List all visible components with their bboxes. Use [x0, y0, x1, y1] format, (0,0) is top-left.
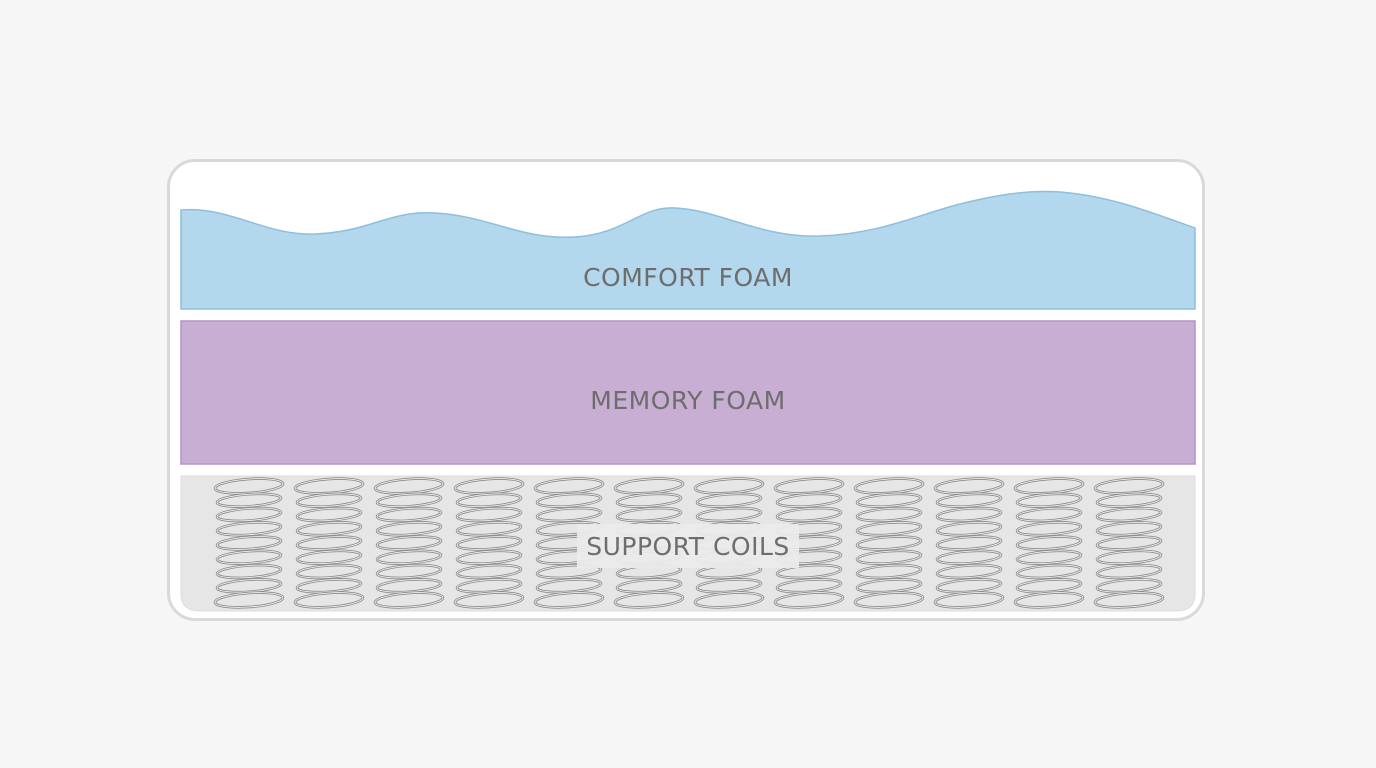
- coil-spring-icon: [533, 477, 605, 609]
- coil-turn-highlight: [296, 521, 362, 536]
- memory-foam-label: MEMORY FOAM: [590, 386, 785, 415]
- coil-turn-highlight: [1016, 536, 1082, 550]
- coil-turn-highlight: [534, 592, 604, 608]
- coil-turn-highlight: [1096, 550, 1162, 565]
- coil-turn-highlight: [536, 493, 602, 508]
- coil-turn-highlight: [376, 521, 442, 536]
- support-coils-label-background: [577, 524, 799, 568]
- coil-turn-highlight: [1014, 592, 1084, 608]
- coil-turn-highlight: [856, 521, 922, 536]
- coil-turn-highlight: [296, 564, 362, 579]
- coil-turn-highlight: [214, 592, 284, 608]
- coil-spring-icon: [933, 477, 1005, 609]
- coil-turn-highlight: [1096, 493, 1162, 508]
- coil-turn-highlight: [294, 592, 364, 608]
- coil-turn-highlight: [776, 507, 842, 522]
- coil-turn-highlight: [216, 507, 282, 522]
- coil-turn-highlight: [456, 507, 522, 522]
- coil-turn-highlight: [936, 550, 1002, 565]
- coil-turn-highlight: [936, 507, 1002, 522]
- coil-turn-highlight: [936, 521, 1002, 536]
- coil-turn-highlight: [1094, 592, 1164, 608]
- coil-spring-icon: [773, 477, 845, 609]
- coil-turn-highlight: [296, 536, 362, 550]
- coil-turn-highlight: [1096, 564, 1162, 579]
- coil-turn-highlight: [216, 536, 282, 550]
- comfort-foam-layer: [180, 190, 1196, 310]
- coil-spring-icon: [453, 477, 525, 609]
- coil-turn-highlight: [376, 493, 442, 508]
- coil-turn-highlight: [1016, 564, 1082, 579]
- coil-turn-highlight: [216, 521, 282, 536]
- coil-turn-highlight: [1096, 536, 1162, 550]
- coil-turn-highlight: [296, 550, 362, 565]
- support-coils-label: SUPPORT COILS: [586, 532, 790, 561]
- coil-turn-highlight: [536, 507, 602, 522]
- coil-spring-icon: [373, 477, 445, 609]
- coil-turn-highlight: [696, 493, 762, 508]
- coil-turn-highlight: [694, 592, 764, 608]
- coil-turn-highlight: [616, 507, 682, 522]
- coil-turn-highlight: [856, 564, 922, 579]
- coil-turn-highlight: [1016, 521, 1082, 536]
- coil-turn-highlight: [774, 592, 844, 608]
- coil-turn-highlight: [856, 550, 922, 565]
- coil-turn-highlight: [936, 493, 1002, 508]
- coil-turn-highlight: [856, 536, 922, 550]
- comfort-foam-label: COMFORT FOAM: [583, 263, 793, 292]
- coil-spring-icon: [1013, 477, 1085, 609]
- coil-turn-highlight: [614, 592, 684, 608]
- coil-turn-highlight: [376, 550, 442, 565]
- coil-spring-icon: [1093, 477, 1165, 609]
- coil-turn-highlight: [456, 493, 522, 508]
- coil-turn-highlight: [296, 507, 362, 522]
- coil-spring-icon: [293, 477, 365, 609]
- coil-turn-highlight: [1096, 507, 1162, 522]
- coil-turn-highlight: [216, 493, 282, 508]
- coil-turn-highlight: [936, 536, 1002, 550]
- coil-turn-highlight: [376, 564, 442, 579]
- coil-turn-highlight: [1016, 507, 1082, 522]
- coil-turn-highlight: [776, 493, 842, 508]
- coil-turn-highlight: [456, 536, 522, 550]
- coil-turn-highlight: [216, 550, 282, 565]
- coil-turn-highlight: [934, 592, 1004, 608]
- coil-turn-highlight: [936, 564, 1002, 579]
- coil-turn-highlight: [696, 507, 762, 522]
- coil-turn-highlight: [376, 536, 442, 550]
- coil-turn-highlight: [854, 592, 924, 608]
- coil-turn-highlight: [1096, 521, 1162, 536]
- coil-turn-highlight: [456, 550, 522, 565]
- coil-turn-highlight: [856, 493, 922, 508]
- coil-turn-highlight: [216, 564, 282, 579]
- coil-spring-icon: [213, 477, 285, 609]
- coil-turn-highlight: [1016, 550, 1082, 565]
- memory-foam-layer: [180, 320, 1196, 465]
- coil-turn-highlight: [1016, 493, 1082, 508]
- coil-turn-highlight: [856, 507, 922, 522]
- coil-turn-highlight: [616, 493, 682, 508]
- coil-turn-highlight: [776, 564, 842, 579]
- coil-spring-icon: [853, 477, 925, 609]
- coil-turn-highlight: [374, 592, 444, 608]
- coil-turn-highlight: [376, 507, 442, 522]
- coil-turn-highlight: [454, 592, 524, 608]
- coil-turn-highlight: [456, 521, 522, 536]
- coil-turn-highlight: [456, 564, 522, 579]
- coil-turn-highlight: [296, 493, 362, 508]
- coil-turn-highlight: [536, 564, 602, 579]
